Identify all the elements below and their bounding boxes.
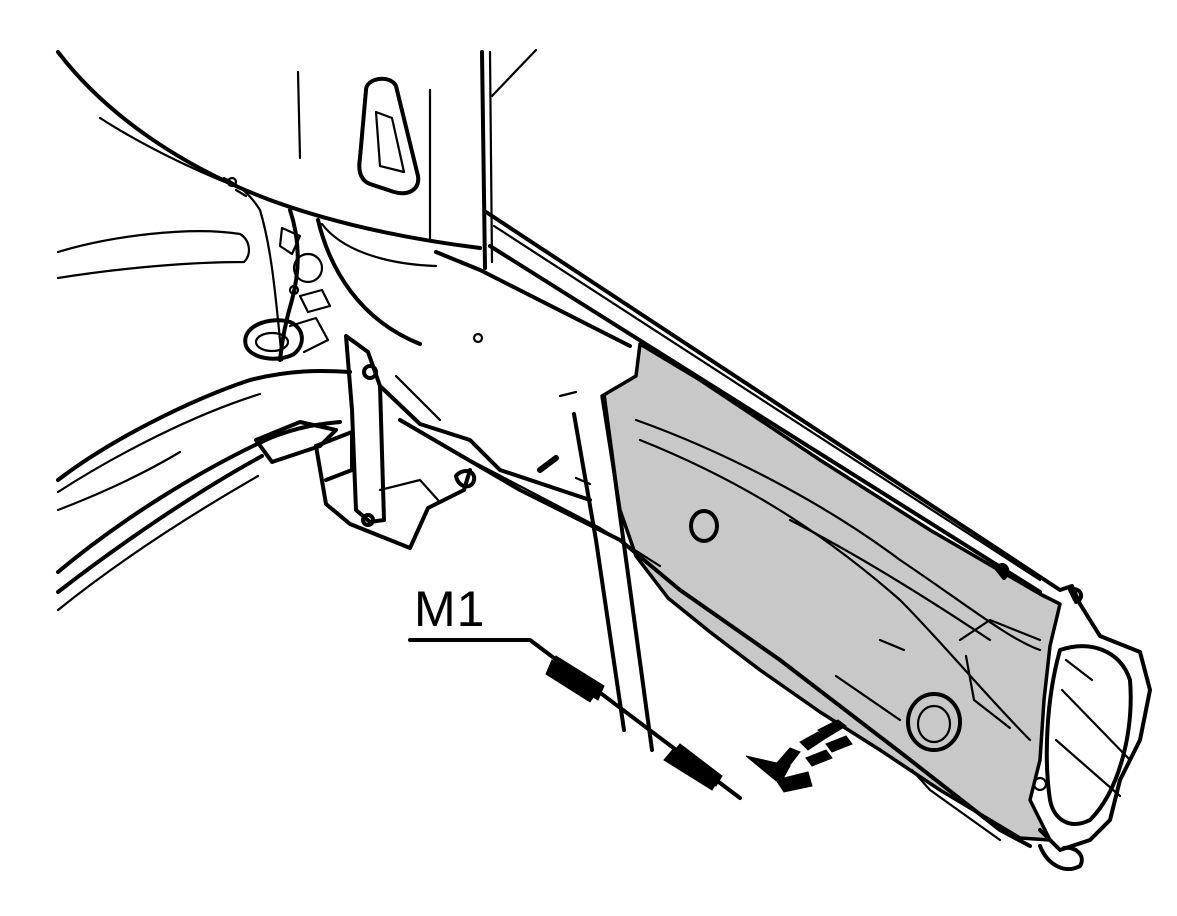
m1-callout-label: M1 (414, 581, 486, 637)
rail-panel-shaded (600, 342, 1062, 842)
mid-bracket (314, 332, 592, 550)
ring-bracket (243, 316, 330, 361)
direction-arrow (745, 719, 853, 793)
cut-lines (572, 394, 654, 752)
rail-lower-edge (398, 418, 1032, 848)
upper-pillar (56, 48, 538, 270)
floor-curves (56, 368, 352, 612)
rail-outer-profile (484, 210, 1152, 872)
pillar-vent (357, 76, 421, 196)
wheelhouse-structure (56, 176, 632, 362)
m1-callout-leader (408, 638, 742, 800)
m1-arrow-upper (545, 655, 605, 703)
m1-arrow-lower (663, 743, 723, 791)
